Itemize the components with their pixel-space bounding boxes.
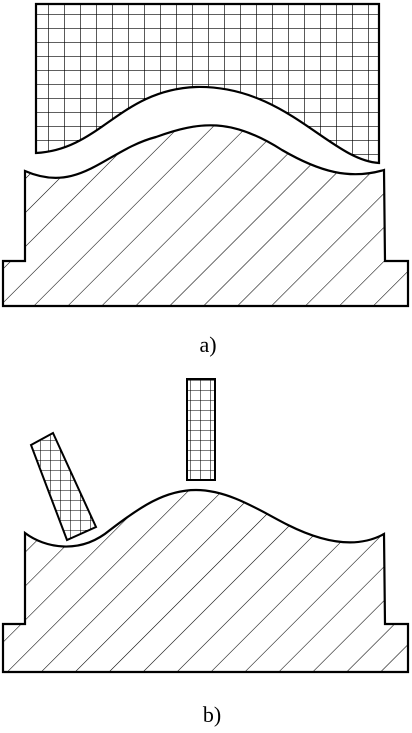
caption-a: a)	[199, 332, 216, 357]
gridded-bar-vertical	[186, 378, 216, 481]
caption-b: b)	[203, 702, 221, 727]
panel-a: a)	[1, 2, 410, 357]
gridded-bar-tilted	[29, 431, 98, 542]
panel-b: b)	[1, 378, 410, 727]
